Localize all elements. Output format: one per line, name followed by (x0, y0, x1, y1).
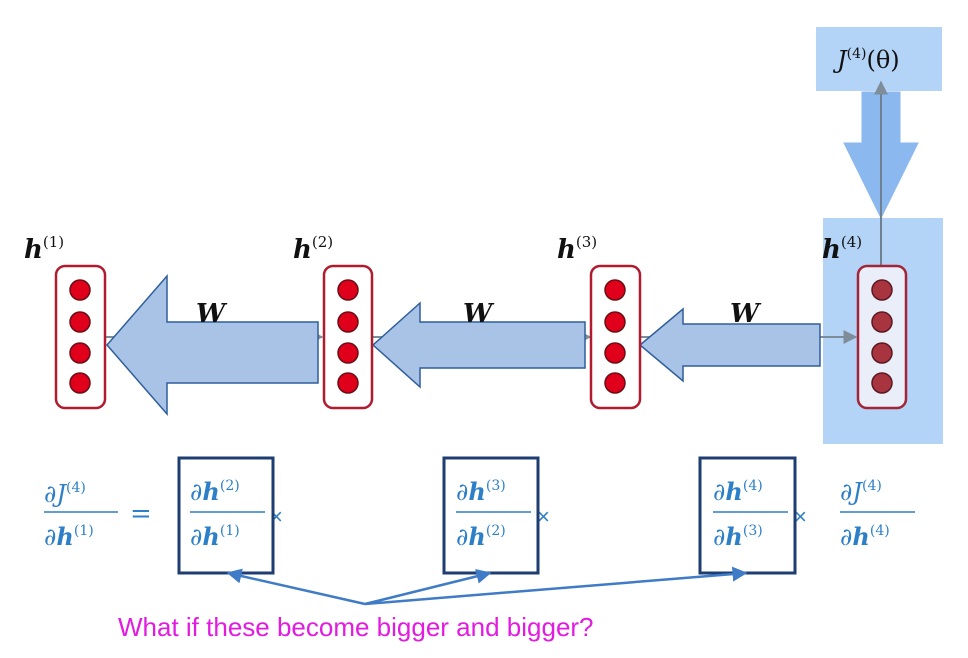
svg-text:∂h(1): ∂h(1) (44, 522, 94, 551)
node-label-h2: h(2) (293, 233, 333, 265)
neuron (871, 342, 893, 364)
neuron (604, 311, 626, 333)
times-sign-3: × (794, 504, 807, 529)
svg-text:∂h(1): ∂h(1) (190, 522, 240, 551)
gradient-arrow-h2-h1 (106, 273, 319, 417)
neuron (604, 372, 626, 394)
neuron (69, 311, 91, 333)
node-label-h1: h(1) (24, 233, 64, 265)
neuron (337, 311, 359, 333)
hidden-vector-h3 (589, 264, 642, 410)
neuron (604, 279, 626, 301)
jacobian-box-1 (177, 456, 275, 575)
pointer-arrow-1 (226, 568, 366, 606)
svg-text:∂h(2): ∂h(2) (190, 477, 240, 506)
loss-label: J(4)(θ) (832, 46, 900, 74)
question-caption: What if these become bigger and bigger? (118, 612, 594, 642)
svg-text:∂h(2): ∂h(2) (456, 522, 506, 551)
neuron (604, 342, 626, 364)
equation-term-4: ∂J(4) ∂h(4) (840, 478, 915, 551)
equation-lhs: ∂J(4) ∂h(1) (44, 480, 118, 551)
hidden-vector-h4 (856, 264, 908, 410)
pointer-arrow-3 (364, 566, 748, 606)
neuron (337, 342, 359, 364)
neuron (871, 372, 893, 394)
node-label-h3: h(3) (557, 233, 597, 265)
jacobian-box-3 (698, 456, 797, 575)
neuron (871, 279, 893, 301)
svg-text:∂h(4): ∂h(4) (713, 477, 763, 506)
weight-label-3: W (730, 299, 762, 329)
svg-text:∂J(4): ∂J(4) (840, 478, 882, 506)
equation-term-3: ∂h(4) ∂h(3) (713, 477, 788, 551)
svg-text:∂h(3): ∂h(3) (456, 477, 506, 506)
hidden-vector-h1 (54, 264, 107, 410)
weight-label-1: W (196, 299, 228, 329)
jacobian-box-2 (442, 456, 540, 575)
svg-text:∂J(4): ∂J(4) (44, 480, 86, 508)
weight-label-2: W (463, 299, 495, 329)
node-label-h4: h(4) (822, 233, 862, 265)
equation-term-2: ∂h(3) ∂h(2) (456, 477, 531, 551)
neuron (337, 372, 359, 394)
gradient-arrow-h4-h3 (638, 307, 821, 383)
equation-term-1: ∂h(2) ∂h(1) (190, 477, 265, 551)
gradient-arrow-h3-h2 (371, 301, 586, 389)
neuron (69, 279, 91, 301)
neuron (69, 342, 91, 364)
neuron (871, 311, 893, 333)
neuron (337, 279, 359, 301)
times-sign-2: × (537, 504, 550, 529)
hidden-vector-h2 (322, 264, 374, 410)
equals-sign: = (130, 499, 152, 529)
neuron (69, 372, 91, 394)
svg-text:∂h(3): ∂h(3) (713, 522, 763, 551)
pointer-arrow-2 (364, 568, 492, 606)
svg-text:∂h(4): ∂h(4) (840, 522, 890, 551)
loss-highlight-box (816, 27, 942, 91)
